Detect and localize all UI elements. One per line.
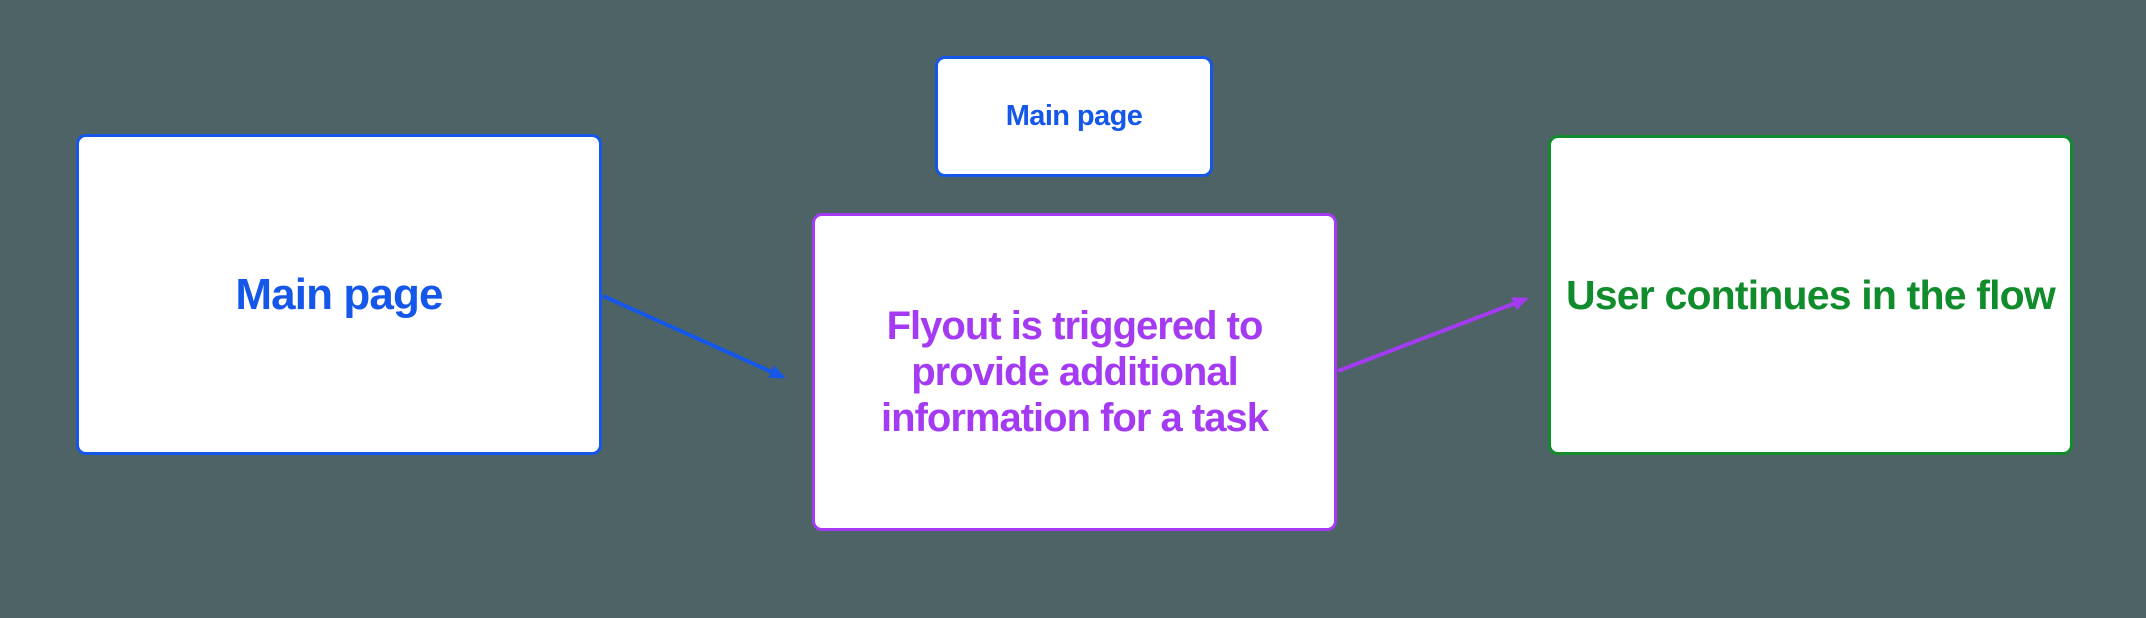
- arrow-flyout-to-continue-line[interactable]: [1337, 297, 1529, 373]
- arrow-main-to-flyout-line[interactable]: [602, 294, 786, 379]
- node-user-continues[interactable]: User continues in the flow: [1548, 135, 2073, 455]
- node-flyout-triggered[interactable]: Flyout is triggered to provide additiona…: [812, 213, 1337, 531]
- arrow-flyout-to-continue[interactable]: [1337, 297, 1529, 373]
- node-main-page-small[interactable]: Main page: [935, 56, 1213, 177]
- node-flyout-triggered-label: Flyout is triggered to provide additiona…: [881, 304, 1269, 440]
- node-main-page-small-label: Main page: [1005, 100, 1143, 132]
- node-main-page[interactable]: Main page: [76, 134, 602, 455]
- node-user-continues-label: User continues in the flow: [1566, 271, 2056, 318]
- arrow-main-to-flyout[interactable]: [602, 294, 786, 379]
- node-main-page-label: Main page: [235, 269, 443, 319]
